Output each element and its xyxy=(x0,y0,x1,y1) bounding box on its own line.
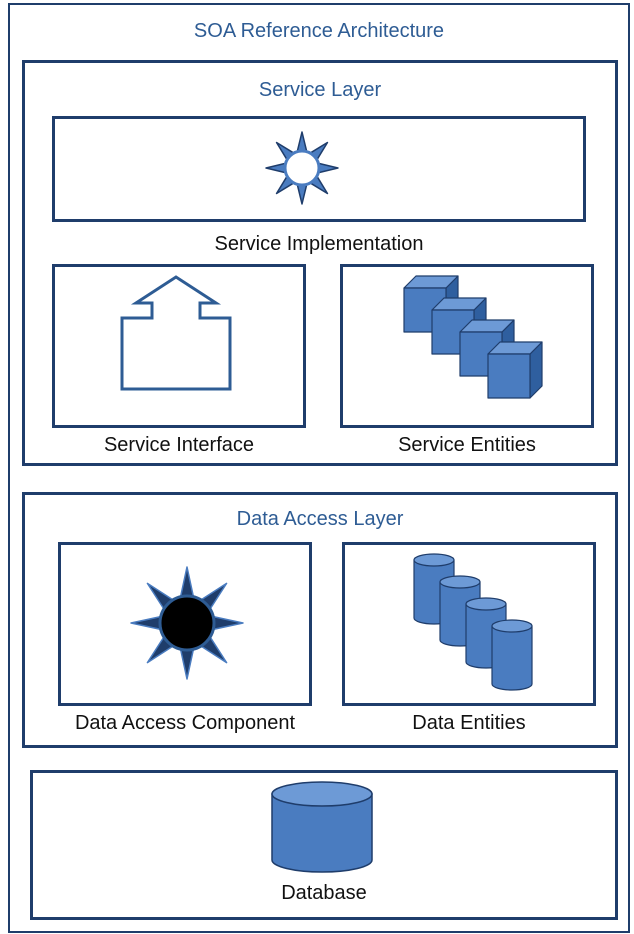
service-layer-title: Service Layer xyxy=(258,79,382,101)
sun-outline-icon xyxy=(265,131,339,205)
stacked-cubes-icon xyxy=(403,275,543,399)
service-interface-label: Service Interface xyxy=(103,434,255,456)
data-access-layer-title: Data Access Layer xyxy=(236,508,404,530)
database-cylinder-icon xyxy=(271,781,373,873)
service-entities-label: Service Entities xyxy=(398,434,536,456)
up-arrow-icon xyxy=(120,275,232,391)
service-implementation-label: Service Implementation xyxy=(214,233,424,255)
black-sun-icon xyxy=(130,566,244,680)
stacked-cylinders-icon xyxy=(413,553,533,691)
diagram-title: SOA Reference Architecture xyxy=(193,20,445,42)
data-entities-label: Data Entities xyxy=(412,712,526,734)
database-label: Database xyxy=(281,882,367,904)
data-access-component-label: Data Access Component xyxy=(74,712,296,734)
